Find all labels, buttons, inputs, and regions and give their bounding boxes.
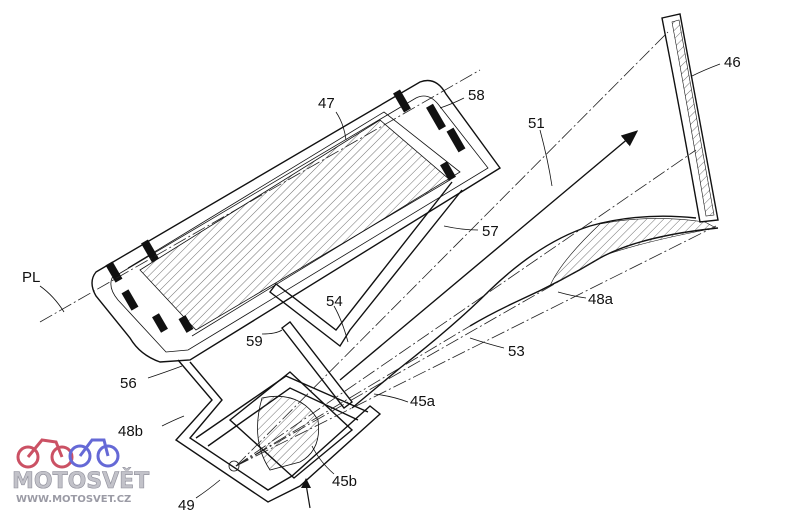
- optical-axis: [39, 31, 717, 467]
- label-pl: PL: [22, 269, 40, 286]
- label-53: 53: [508, 343, 525, 360]
- watermark-url: WWW.MOTOSVET.CZ: [16, 494, 131, 505]
- label-57: 57: [482, 223, 499, 240]
- label-59: 59: [246, 333, 263, 350]
- light-arrow-51: [339, 130, 639, 381]
- label-47: 47: [318, 95, 335, 112]
- tab-59: [281, 321, 353, 409]
- label-48b: 48b: [118, 423, 143, 440]
- airflow-arrow: [301, 478, 311, 509]
- lens-45: [228, 371, 354, 479]
- label-49: 49: [178, 497, 195, 512]
- label-48a: 48a: [588, 291, 614, 308]
- label-46: 46: [724, 54, 741, 71]
- label-56: 56: [120, 375, 137, 392]
- bracket-57: [269, 181, 463, 348]
- lamp-housing-47: [91, 79, 502, 363]
- label-45b: 45b: [332, 473, 357, 490]
- label-45a: 45a: [410, 393, 436, 410]
- watermark: MOTOSVĚT WWW.MOTOSVET.CZ: [12, 438, 150, 505]
- reflector-46: [661, 13, 719, 223]
- label-54: 54: [326, 293, 343, 310]
- housing-48a: [351, 215, 719, 409]
- leader-lines: [39, 63, 721, 499]
- motorcycle-logo-icon: [16, 438, 120, 469]
- watermark-brand: MOTOSVĚT: [12, 468, 149, 494]
- label-51: 51: [528, 115, 545, 132]
- label-58: 58: [468, 87, 485, 104]
